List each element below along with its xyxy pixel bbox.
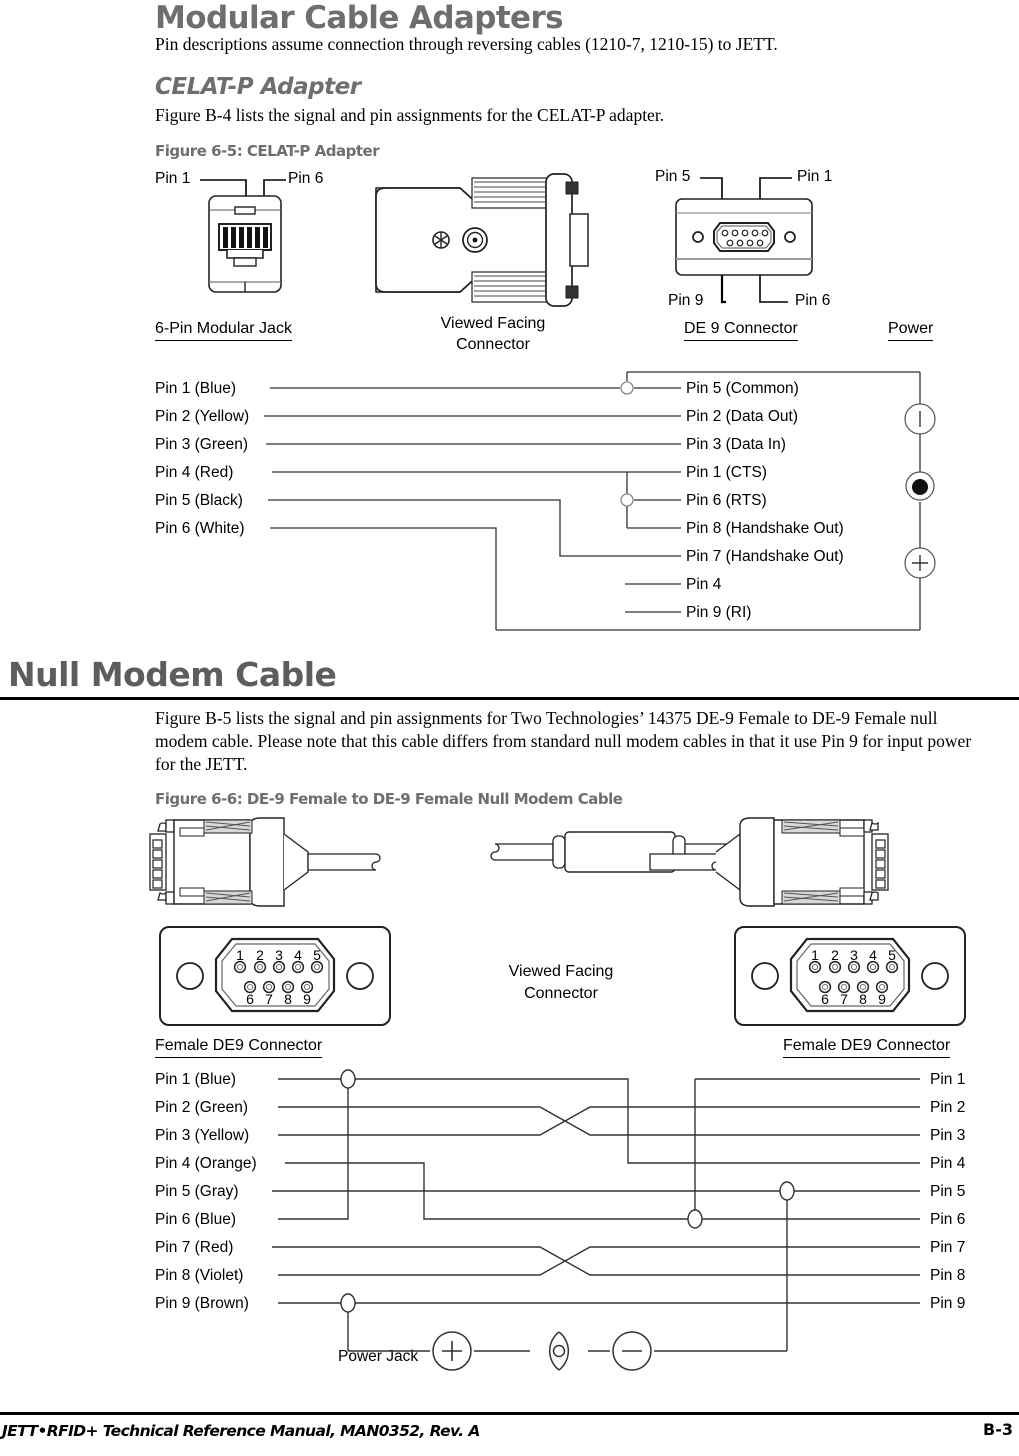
de9r-pin-num-3: 3	[850, 947, 858, 963]
de9r-pin-num-2: 2	[831, 947, 839, 963]
section-heading-modular-cable-adapters: Modular Cable Adapters	[155, 0, 564, 36]
celat-p-adapter-illustration	[375, 173, 589, 307]
de9r-pin-num-7: 7	[840, 991, 848, 1007]
nm-right-pin-7: Pin 7	[930, 1239, 966, 1256]
nm-right-pin-2: Pin 2	[930, 1099, 966, 1116]
de9-callout-pin1: Pin 1	[797, 168, 833, 185]
celat-right-pin-3-data-in: Pin 3 (Data In)	[686, 436, 786, 453]
nm-left-pin-3: Pin 3 (Yellow)	[155, 1127, 250, 1144]
celat-left-pin-6: Pin 6 (White)	[155, 520, 245, 537]
de9l-pin-num-3: 3	[275, 947, 283, 963]
null-modem-right-connector-illustration	[649, 817, 889, 907]
celat-right-pin-2-data-out: Pin 2 (Data Out)	[686, 408, 798, 425]
de9l-pin-num-7: 7	[265, 991, 273, 1007]
de9-callout-pin5: Pin 5	[655, 168, 691, 185]
nm-right-pin-9: Pin 9	[930, 1295, 966, 1312]
celat-right-pin-6-rts: Pin 6 (RTS)	[686, 492, 767, 509]
nm-left-pin-5: Pin 5 (Gray)	[155, 1183, 239, 1200]
celat-right-pin-9-ri: Pin 9 (RI)	[686, 604, 752, 621]
de9r-pin-num-1: 1	[811, 947, 819, 963]
de9-callout-pin9: Pin 9	[668, 292, 704, 309]
nm-right-pin-6: Pin 6	[930, 1211, 966, 1228]
footer-manual-title: JETT•RFID+ Technical Reference Manual, M…	[2, 1422, 480, 1440]
null-modem-intro-paragraph: Figure B-5 lists the signal and pin assi…	[155, 708, 972, 774]
section-heading-null-modem-cable: Null Modem Cable	[8, 655, 337, 694]
de9r-pin-num-9: 9	[878, 991, 886, 1007]
de9l-pin-num-8: 8	[284, 991, 292, 1007]
celat-right-pin-7-handshake-out: Pin 7 (Handshake Out)	[686, 548, 844, 565]
junction-pin5-power	[779, 1181, 795, 1201]
figure-caption-6-5: Figure 6-5: CELAT-P Adapter	[155, 142, 380, 160]
nm-left-pin-7: Pin 7 (Red)	[155, 1239, 234, 1256]
nm-right-pin-8: Pin 8	[930, 1267, 966, 1284]
null-modem-viewed-label-line2: Connector	[524, 985, 598, 1002]
section-divider-rule	[0, 697, 1019, 700]
junction-pin9-power	[340, 1293, 356, 1313]
subsection-intro-paragraph: Figure B-4 lists the signal and pin assi…	[155, 105, 665, 125]
de9r-pin-num-6: 6	[821, 991, 829, 1007]
celat-adapter-view-label-line1: Viewed Facing	[440, 315, 546, 332]
celat-right-pin-5-common: Pin 5 (Common)	[686, 380, 799, 397]
null-modem-wiring-diagram	[272, 1069, 920, 1371]
de9l-pin-num-5: 5	[313, 947, 321, 963]
footer-divider-rule	[0, 1412, 1019, 1415]
de9r-pin-num-8: 8	[859, 991, 867, 1007]
celat-right-pin-8-handshake-out: Pin 8 (Handshake Out)	[686, 520, 844, 537]
modular-jack-callout-pin6: Pin 6	[288, 170, 324, 187]
celat-left-pin-3: Pin 3 (Green)	[155, 436, 249, 453]
footer-page-number: B-3	[983, 1420, 1013, 1439]
nm-left-pin-4: Pin 4 (Orange)	[155, 1155, 257, 1172]
null-modem-left-connector-illustration	[149, 817, 381, 907]
celat-p-wiring-diagram	[264, 371, 936, 631]
junction-pin6-power	[687, 1209, 703, 1229]
nm-right-pin-5: Pin 5	[930, 1183, 966, 1200]
de9-callout-pin6: Pin 6	[795, 292, 831, 309]
null-modem-viewed-label-line1: Viewed Facing	[508, 963, 614, 980]
celat-right-pin-4: Pin 4	[686, 576, 722, 593]
power-jack-label: Power Jack	[338, 1348, 419, 1365]
celat-left-pin-1: Pin 1 (Blue)	[155, 380, 236, 397]
de9l-pin-num-2: 2	[256, 947, 264, 963]
de9-connector-title: DE 9 Connector	[684, 320, 798, 341]
section-intro-paragraph: Pin descriptions assume connection throu…	[155, 34, 778, 54]
nm-right-pin-1: Pin 1	[930, 1071, 966, 1088]
nm-left-pin-2: Pin 2 (Green)	[155, 1099, 249, 1116]
de9l-pin-num-9: 9	[303, 991, 311, 1007]
power-title: Power	[888, 320, 934, 341]
modular-jack-illustration	[208, 195, 282, 293]
nm-left-pin-1: Pin 1 (Blue)	[155, 1071, 236, 1088]
celat-left-pin-4: Pin 4 (Red)	[155, 464, 234, 481]
de9r-pin-num-4: 4	[869, 947, 877, 963]
de9l-pin-num-1: 1	[236, 947, 244, 963]
junction-pin1-pin6	[340, 1069, 356, 1089]
female-de9-left-title: Female DE9 Connector	[155, 1037, 323, 1058]
nm-left-pin-8: Pin 8 (Violet)	[155, 1267, 244, 1284]
female-de9-connector-left-illustration: 1 2 3 4 5 6 7 8 9	[159, 926, 391, 1026]
de9r-pin-num-5: 5	[888, 947, 896, 963]
nm-right-pin-3: Pin 3	[930, 1127, 966, 1144]
modular-jack-title: 6-Pin Modular Jack	[155, 320, 292, 341]
de9l-pin-num-4: 4	[294, 947, 302, 963]
de9-connector-illustration	[675, 198, 813, 276]
nm-left-pin-6: Pin 6 (Blue)	[155, 1211, 236, 1228]
celat-left-pin-5: Pin 5 (Black)	[155, 492, 243, 509]
power-jack-barrel-symbol	[558, 1331, 570, 1371]
de9l-pin-num-6: 6	[246, 991, 254, 1007]
nm-right-pin-4: Pin 4	[930, 1155, 966, 1172]
nm-left-pin-9: Pin 9 (Brown)	[155, 1295, 249, 1312]
celat-adapter-view-label-line2: Connector	[456, 336, 530, 353]
celat-right-pin-1-cts: Pin 1 (CTS)	[686, 464, 767, 481]
modular-jack-callout-pin1: Pin 1	[155, 170, 191, 187]
figure-caption-6-6: Figure 6-6: DE-9 Female to DE-9 Female N…	[155, 790, 623, 808]
female-de9-connector-right-illustration: 1 2 3 4 5 6 7 8 9	[734, 926, 966, 1026]
female-de9-right-title: Female DE9 Connector	[783, 1037, 951, 1058]
celat-left-pin-2: Pin 2 (Yellow)	[155, 408, 250, 425]
subsection-heading-celat-p-adapter: CELAT-P Adapter	[155, 74, 361, 100]
